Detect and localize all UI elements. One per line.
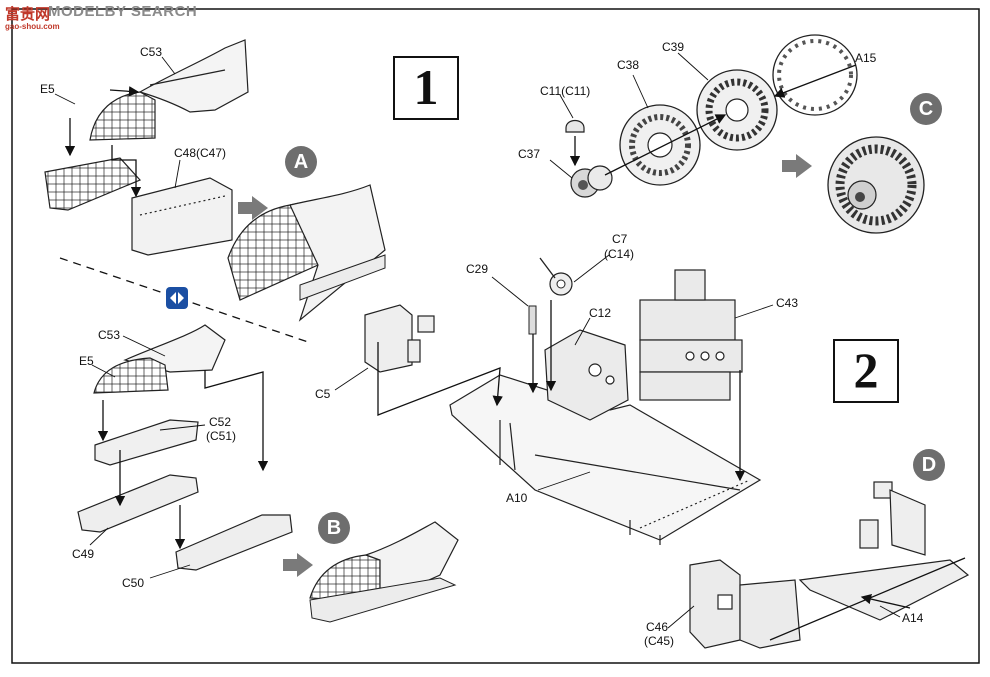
step-number-2: 2	[833, 339, 899, 403]
callout-d: D	[913, 449, 945, 481]
assembly-arrow	[109, 86, 140, 97]
label-a10: A10	[506, 491, 528, 505]
part-c7	[539, 257, 573, 296]
part-c38	[619, 104, 701, 186]
label-e5-top: E5	[40, 82, 55, 96]
part-side-panel-left	[44, 157, 142, 211]
gray-flow-arrow-icon	[283, 553, 313, 577]
part-c43	[639, 269, 743, 401]
label-c48: C48(C47)	[174, 146, 227, 160]
label-c52-alt: (C51)	[206, 429, 237, 443]
label-c52: C52	[209, 415, 232, 429]
label-c5: C5	[315, 387, 331, 401]
page-border	[11, 8, 980, 664]
assembly-arrow	[204, 370, 269, 472]
part-a15	[772, 34, 858, 116]
label-e5-bottom: E5	[79, 354, 94, 368]
assembly-arrow	[769, 557, 966, 641]
callout-a: A	[285, 146, 317, 178]
step-number-1: 1	[393, 56, 459, 120]
assembly-arrow	[604, 114, 727, 176]
part-c39	[696, 69, 778, 151]
part-c53-top	[138, 39, 249, 113]
part-c48	[131, 177, 233, 256]
label-c43: C43	[776, 296, 799, 310]
label-c39: C39	[662, 40, 685, 54]
assembly-arrow	[773, 64, 857, 98]
assembled-cockpit-d	[798, 481, 970, 621]
assembly-arrow	[377, 342, 503, 416]
watermark-logo: 富贵网	[5, 5, 51, 23]
label-c7: C7	[612, 232, 628, 246]
label-c29: C29	[466, 262, 489, 276]
label-c11: C11(C11)	[540, 84, 591, 98]
part-c37	[570, 165, 613, 198]
part-c12	[544, 329, 629, 421]
assembled-cowling-b	[309, 521, 459, 623]
part-c29	[528, 305, 537, 335]
callout-c: C	[910, 93, 942, 125]
label-c46: C46	[646, 620, 669, 634]
label-c50: C50	[122, 576, 145, 590]
label-a14: A14	[902, 611, 924, 625]
watermark-url: gao-shou.com	[5, 22, 60, 31]
part-c5	[364, 304, 435, 373]
label-c46-alt: (C45)	[644, 634, 675, 648]
assembled-engine-c	[827, 136, 925, 234]
leader-lines	[54, 52, 901, 629]
assembly-arrow	[111, 145, 142, 198]
part-e5-top	[89, 91, 156, 141]
label-c53-top: C53	[140, 45, 163, 59]
label-c37: C37	[518, 147, 541, 161]
assembly-arrow	[860, 593, 911, 609]
label-a15: A15	[855, 51, 877, 65]
watermark-text: MODELBY SEARCH	[48, 3, 198, 20]
part-e5-bottom	[93, 357, 169, 394]
part-c52	[94, 419, 199, 466]
alternative-parts-icon	[166, 287, 188, 309]
assembled-cowling-a	[227, 184, 386, 322]
label-c49: C49	[72, 547, 95, 561]
part-c11	[565, 119, 585, 133]
part-c49	[77, 474, 199, 533]
gray-flow-arrow-icon	[782, 154, 812, 178]
gray-flow-arrow-icon	[238, 196, 268, 220]
label-c53-bottom: C53	[98, 328, 121, 342]
label-c38: C38	[617, 58, 640, 72]
part-c50	[175, 514, 293, 571]
label-c12: C12	[589, 306, 612, 320]
label-c7-alt: (C14)	[604, 247, 635, 261]
callout-b: B	[318, 512, 350, 544]
part-c46	[689, 559, 801, 649]
